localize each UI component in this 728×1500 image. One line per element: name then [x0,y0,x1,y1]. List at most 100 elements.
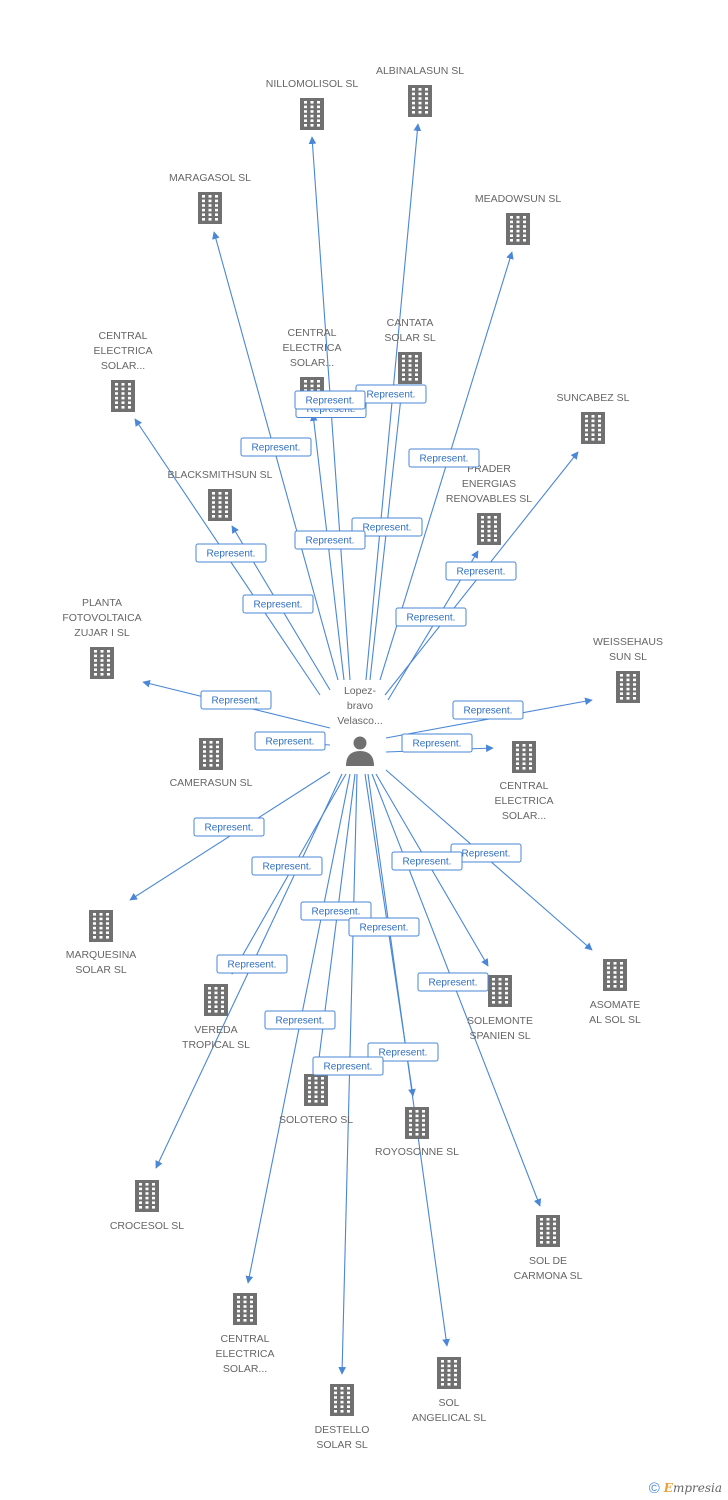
svg-text:Represent.: Represent. [207,549,256,560]
building-icon-camerasun[interactable] [199,738,223,770]
building-icon-nillomolisol[interactable] [300,98,324,130]
building-icon-asomate-al-sol[interactable] [603,959,627,991]
building-icon-suncabez[interactable] [581,412,605,444]
edge-label-destello-solar[interactable]: Represent. [312,1056,384,1076]
building-icon-weissehaus-sun[interactable] [616,671,640,703]
person-node-center[interactable] [346,736,374,767]
building-icon-vereda-tropical[interactable] [204,984,228,1016]
svg-text:Represent.: Represent. [363,523,412,534]
edge-label-maragasol[interactable]: Represent. [240,437,312,457]
node-label-nillomolisol: NILLOMOLISOL SL [266,78,359,90]
edge-labels-layer: Represent. Represent. Represent. Represent.… [193,384,524,1076]
building-icon-marquesina-solar[interactable] [89,910,113,942]
edge-label-solemonte-spanien[interactable]: Represent. [391,851,463,871]
edge-label-asomate-al-sol[interactable]: Represent. [450,843,522,863]
edge-label-solotero[interactable]: Represent. [300,901,372,921]
svg-text:Represent.: Represent. [379,1048,428,1059]
svg-text:Represent.: Represent. [403,857,452,868]
building-icon-prader-energias[interactable] [477,513,501,545]
edge-label-cantata-solar[interactable]: Represent. [351,517,423,537]
node-label-solotero: SOLOTERO SL [279,1114,353,1126]
edge-label-camerasun[interactable]: Represent. [254,731,326,751]
brand-logo-text[interactable]: Empresia [664,1481,722,1495]
svg-text:Represent.: Represent. [252,443,301,454]
node-label-albinalasun: ALBINALASUN SL [376,65,464,77]
building-icon-sol-de-carmona[interactable] [536,1215,560,1247]
person-icon-body [346,751,374,766]
person-icon-head [353,736,367,750]
edge-label-sol-angelical[interactable]: Represent. [367,1042,439,1062]
edge-label-suncabez[interactable]: Represent. [445,561,517,581]
svg-text:Represent.: Represent. [228,960,277,971]
edge-label-extra-1[interactable]: Represent. [294,530,366,550]
copyright-icon: © [648,1479,660,1497]
svg-text:Represent.: Represent. [276,1016,325,1027]
edge-label-sol-de-carmona[interactable]: Represent. [417,972,489,992]
edge-label-royosonne[interactable]: Represent. [348,917,420,937]
edge-label-marquesina-solar[interactable]: Represent. [193,817,265,837]
svg-text:Represent.: Represent. [462,849,511,860]
building-icon-sol-angelical[interactable] [437,1357,461,1389]
svg-text:Represent.: Represent. [360,923,409,934]
edge-label-central-electrica-4[interactable]: Represent. [264,1010,336,1030]
building-icon-destello-solar[interactable] [330,1384,354,1416]
edge-label-albinalasun[interactable]: Represent. [355,384,427,404]
building-icon-solemonte-spanien[interactable] [488,975,512,1007]
node-label-blacksmithsun: BLACKSMITHSUN SL [167,469,272,481]
footer-brand[interactable]: © Empresia [649,1478,722,1498]
svg-text:Represent.: Represent. [367,390,416,401]
node-label-maragasol: MARAGASOL SL [169,172,251,184]
svg-text:Represent.: Represent. [212,696,261,707]
node-label-suncabez: SUNCABEZ SL [557,392,630,404]
edge-label-central-electrica-3[interactable]: Represent. [401,733,473,753]
building-icon-planta-fotovoltaica[interactable] [90,647,114,679]
node-label-crocesol: CROCESOL SL [110,1220,184,1232]
building-icon-royosonne[interactable] [405,1107,429,1139]
building-icon-meadowsun[interactable] [506,213,530,245]
edge-label-planta-fotovoltaica[interactable]: Represent. [200,690,272,710]
edge-label-crocesol[interactable]: Represent. [216,954,288,974]
edge-label-weissehaus-sun[interactable]: Represent. [452,700,524,720]
building-icon-blacksmithsun[interactable] [208,489,232,521]
svg-text:Represent.: Represent. [407,613,456,624]
svg-text:Represent.: Represent. [306,536,355,547]
node-label-royosonne: ROYOSONNE SL [375,1146,459,1158]
building-icon-central-electrica-4[interactable] [233,1293,257,1325]
svg-text:Represent.: Represent. [254,600,303,611]
brand-initial: E [663,1481,673,1495]
svg-text:Represent.: Represent. [420,454,469,465]
svg-text:Represent.: Represent. [263,862,312,873]
edge-label-blacksmithsun[interactable]: Represent. [242,594,314,614]
svg-text:Represent.: Represent. [413,739,462,750]
edge-label-prader-energias[interactable]: Represent. [395,607,467,627]
building-icon-central-electrica-3[interactable] [512,741,536,773]
building-icon-crocesol[interactable] [135,1180,159,1212]
building-icon-cantata-solar[interactable] [398,352,422,384]
edge-label-meadowsun[interactable]: Represent. [408,448,480,468]
node-label-meadowsun: MEADOWSUN SL [475,193,562,205]
building-icon-albinalasun[interactable] [408,85,432,117]
svg-text:Represent.: Represent. [324,1062,373,1073]
edge-label-vereda-tropical[interactable]: Represent. [251,856,323,876]
nodes-layer: NILLOMOLISOL SL ALBINALASUN SL MARAGASOL S… [62,65,663,1451]
building-icon-solotero[interactable] [304,1074,328,1106]
svg-text:Represent.: Represent. [266,737,315,748]
svg-text:Represent.: Represent. [457,567,506,578]
edge-label-central-electrica-2[interactable]: Represent. [294,390,366,410]
svg-text:Represent.: Represent. [312,907,361,918]
svg-text:Represent.: Represent. [205,823,254,834]
edge-label-central-electrica-1[interactable]: Represent. [195,543,267,563]
building-icon-maragasol[interactable] [198,192,222,224]
building-icon-central-electrica-1[interactable] [111,380,135,412]
